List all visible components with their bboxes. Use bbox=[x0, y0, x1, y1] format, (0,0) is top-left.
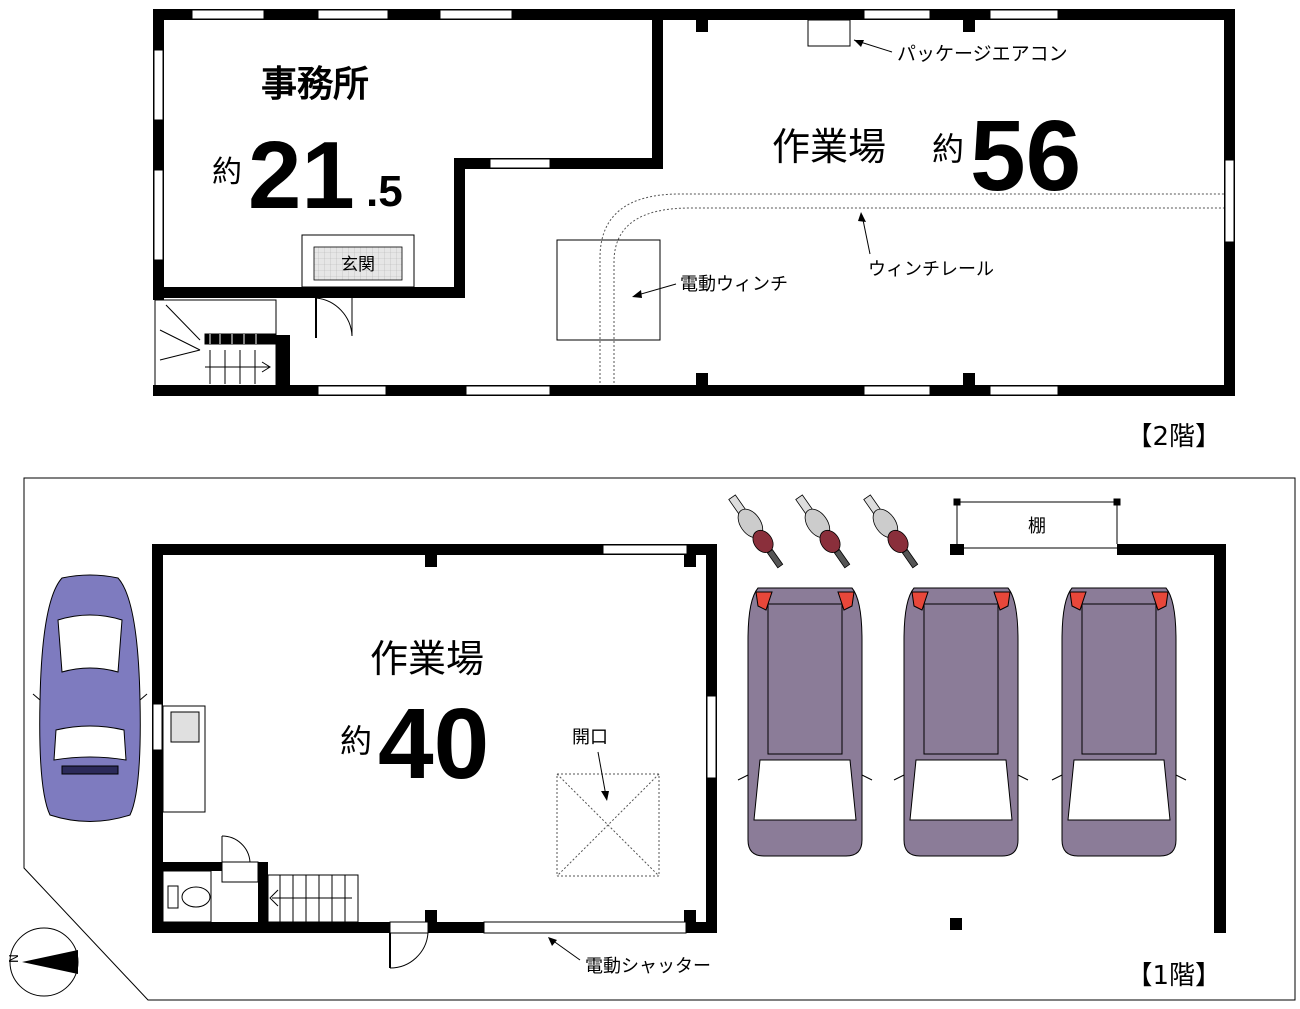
aircon-label: パッケージエアコン bbox=[897, 43, 1068, 65]
winch-rail bbox=[599, 193, 1224, 383]
electric-winch bbox=[556, 239, 661, 341]
floor-1-label: 【1階】 bbox=[1126, 961, 1221, 991]
workshop-2f-name: 作業場 bbox=[772, 125, 886, 169]
floor-2-plan: 玄関 パッケージエアコン 電動ウィンチ ウィンチレール 事務所 約 21 .5 bbox=[153, 9, 1235, 452]
entrance-label: 玄関 bbox=[341, 255, 375, 275]
workshop-2f-area: 56 bbox=[970, 100, 1081, 212]
motorcycle-icon-3 bbox=[863, 494, 919, 569]
electric-shutter[interactable] bbox=[483, 921, 687, 934]
car-sedan-icon bbox=[32, 574, 148, 822]
van-icon-2 bbox=[893, 587, 1029, 857]
workshop-1f-name: 作業場 bbox=[370, 637, 484, 681]
motorcycle-icon-1 bbox=[728, 494, 784, 569]
van-icon-3 bbox=[1051, 587, 1187, 857]
workshop-1f-prefix: 約 bbox=[340, 722, 372, 760]
workshop-1f-area: 40 bbox=[378, 688, 489, 800]
shelf bbox=[953, 498, 1121, 549]
van-icon-1 bbox=[737, 587, 873, 857]
office-area-dec: .5 bbox=[366, 167, 403, 216]
floor-2-stairs bbox=[154, 299, 277, 387]
motorcycle-icon-2 bbox=[795, 494, 851, 569]
floor-2-windows bbox=[153, 9, 1235, 396]
opening-label: 開口 bbox=[572, 727, 608, 748]
lot-boundary bbox=[23, 477, 1296, 1001]
floor-1-windows bbox=[152, 544, 717, 779]
workshop-2f-prefix: 約 bbox=[932, 130, 964, 168]
shutter-label: 電動シャッター bbox=[585, 956, 711, 977]
rail-label: ウィンチレール bbox=[868, 259, 994, 280]
office-area-int: 21 bbox=[248, 122, 355, 229]
floor-opening bbox=[556, 773, 660, 877]
toilet bbox=[162, 870, 212, 923]
entrance-door-2f[interactable] bbox=[315, 297, 353, 338]
entrance-door-1f[interactable] bbox=[389, 921, 429, 969]
compass-letter: N bbox=[7, 954, 21, 963]
floor-2-label: 【2階】 bbox=[1126, 422, 1221, 452]
sink-counter bbox=[162, 705, 206, 813]
office-prefix: 約 bbox=[212, 155, 242, 190]
aircon-unit bbox=[807, 19, 851, 47]
office-name: 事務所 bbox=[261, 64, 369, 105]
floor-1-stairs bbox=[267, 874, 359, 923]
winch-label: 電動ウィンチ bbox=[680, 274, 788, 295]
shelf-label: 棚 bbox=[1028, 516, 1046, 537]
compass-icon: N bbox=[7, 927, 79, 997]
toilet-door[interactable] bbox=[221, 835, 259, 883]
entrance-2f: 玄関 bbox=[301, 234, 415, 288]
floor-1-plan: 電動シャッター bbox=[7, 477, 1296, 1001]
